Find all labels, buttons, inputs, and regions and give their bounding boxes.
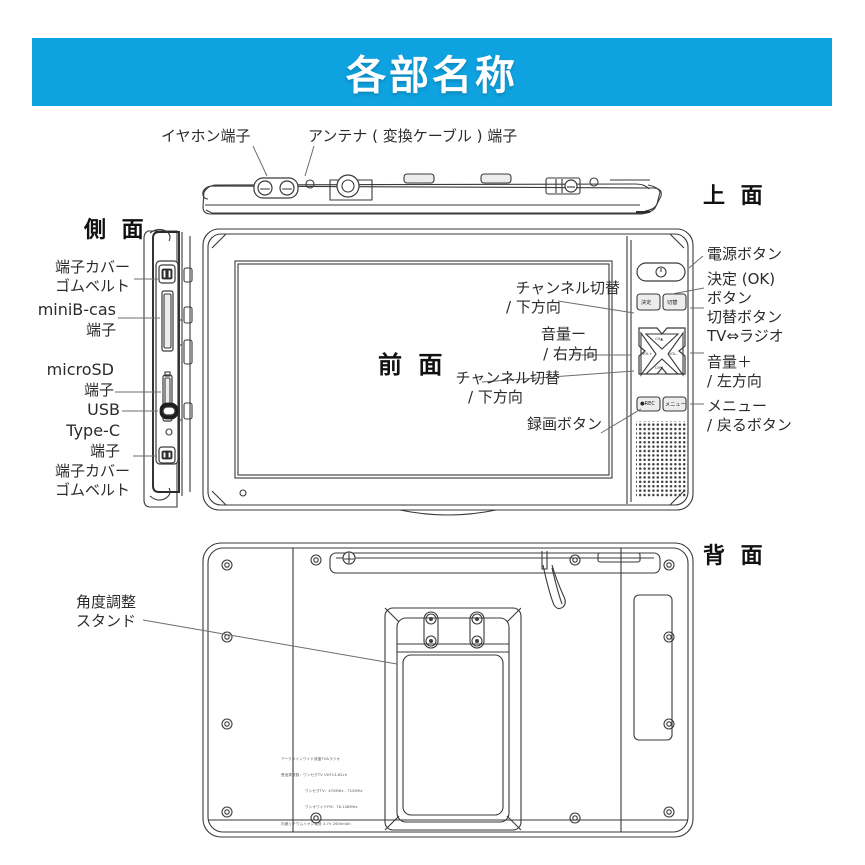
keycap-dpad-up: CH▲ — [655, 337, 663, 341]
label-cover-belt-bottom-line2: ゴムベルト — [54, 481, 130, 499]
label-cover-belt-bottom-line1: 端子カバー — [54, 462, 130, 480]
label-microsd-line1: microSD — [46, 360, 114, 379]
keycap-menu: メニュー — [665, 402, 686, 408]
label-switch-button-line2: TV⇔ラジオ — [707, 327, 784, 345]
label-stand-line2: スタンド — [76, 612, 137, 630]
label-switch-button-line1: 切替ボタン — [707, 308, 783, 326]
keycap-dpad-left: VOL+ — [642, 352, 653, 356]
label-ok-button-line2: ボタン — [707, 289, 753, 307]
rear-spec-label: アークラインワイド液晶TV&ラジオ 受信周波数：ワンセグTV UHF13-62c… — [281, 746, 426, 838]
label-power-button: 電源ボタン — [707, 245, 783, 263]
view-name-front: 前 面 — [378, 351, 447, 379]
keycap-record: ●REC — [640, 401, 656, 407]
rear-spec-line-3: ワンセグTV：470MHz - 710MHz — [305, 789, 363, 794]
label-antenna-jack: アンテナ ( 変換ケーブル ) 端子 — [308, 127, 518, 145]
label-ok-button-line1: 決定 (OK) — [707, 270, 776, 288]
leader-lines — [115, 145, 705, 665]
label-volume-down-line1: 音量ー — [540, 325, 586, 343]
rear-spec-line-1: アークラインワイド液晶TV&ラジオ — [281, 756, 341, 761]
label-usb-line3: 端子 — [89, 442, 120, 460]
label-volume-up-line2: / 左方向 — [707, 372, 762, 390]
label-cover-belt-top-line1: 端子カバー — [54, 258, 130, 276]
label-earphone-jack: イヤホン端子 — [161, 127, 251, 145]
top-view-drawing — [202, 173, 662, 215]
view-name-side: 側 面 — [84, 218, 148, 243]
label-volume-down-line2: / 右方向 — [543, 345, 598, 363]
page-header-banner: 各部名称 — [32, 38, 832, 106]
keycap-ok: 決定 — [641, 300, 652, 306]
view-name-top: 上 面 — [703, 184, 767, 209]
label-minibcas-line1: miniB-cas — [37, 300, 116, 319]
label-channel-down-line1: チャンネル切替 — [455, 369, 560, 387]
speaker-grille — [636, 421, 688, 497]
label-cover-belt-top-line2: ゴムベルト — [54, 277, 130, 295]
keycap-dpad-down: CH▼ — [655, 366, 663, 370]
label-channel-up-line1: チャンネル切替 — [515, 279, 620, 297]
side-view-drawing — [143, 228, 193, 508]
label-volume-up-line1: 音量＋ — [707, 353, 753, 371]
rear-spec-line-4: ワンオワイドFM：76-108MHz — [305, 805, 358, 810]
label-record-button: 録画ボタン — [526, 415, 602, 433]
rear-spec-line-5: 内蔵リチウムイオン電池 3.7V 2600mAh — [281, 821, 351, 826]
back-view-drawing — [202, 542, 694, 838]
rear-spec-line-2: 受信周波数：ワンセグTV UHF13-62ch — [281, 773, 348, 778]
page-title: 各部名称 — [346, 53, 518, 99]
label-usb-line2: Type-C — [66, 421, 120, 440]
label-menu-button-line1: メニュー — [707, 397, 768, 415]
view-name-back: 背 面 — [703, 544, 767, 569]
label-menu-button-line2: / 戻るボタン — [707, 416, 792, 434]
label-channel-down-line2: / 下方向 — [468, 388, 523, 406]
keycap-dpad-right: VOL- — [669, 352, 678, 356]
label-usb-line1: USB — [87, 400, 120, 419]
keycap-switch: 切替 — [667, 300, 678, 306]
label-microsd-line2: 端子 — [83, 381, 114, 399]
label-channel-up-line2: / 下方向 — [506, 298, 561, 316]
label-stand-line1: 角度調整 — [76, 593, 137, 611]
label-minibcas-line2: 端子 — [85, 321, 116, 339]
